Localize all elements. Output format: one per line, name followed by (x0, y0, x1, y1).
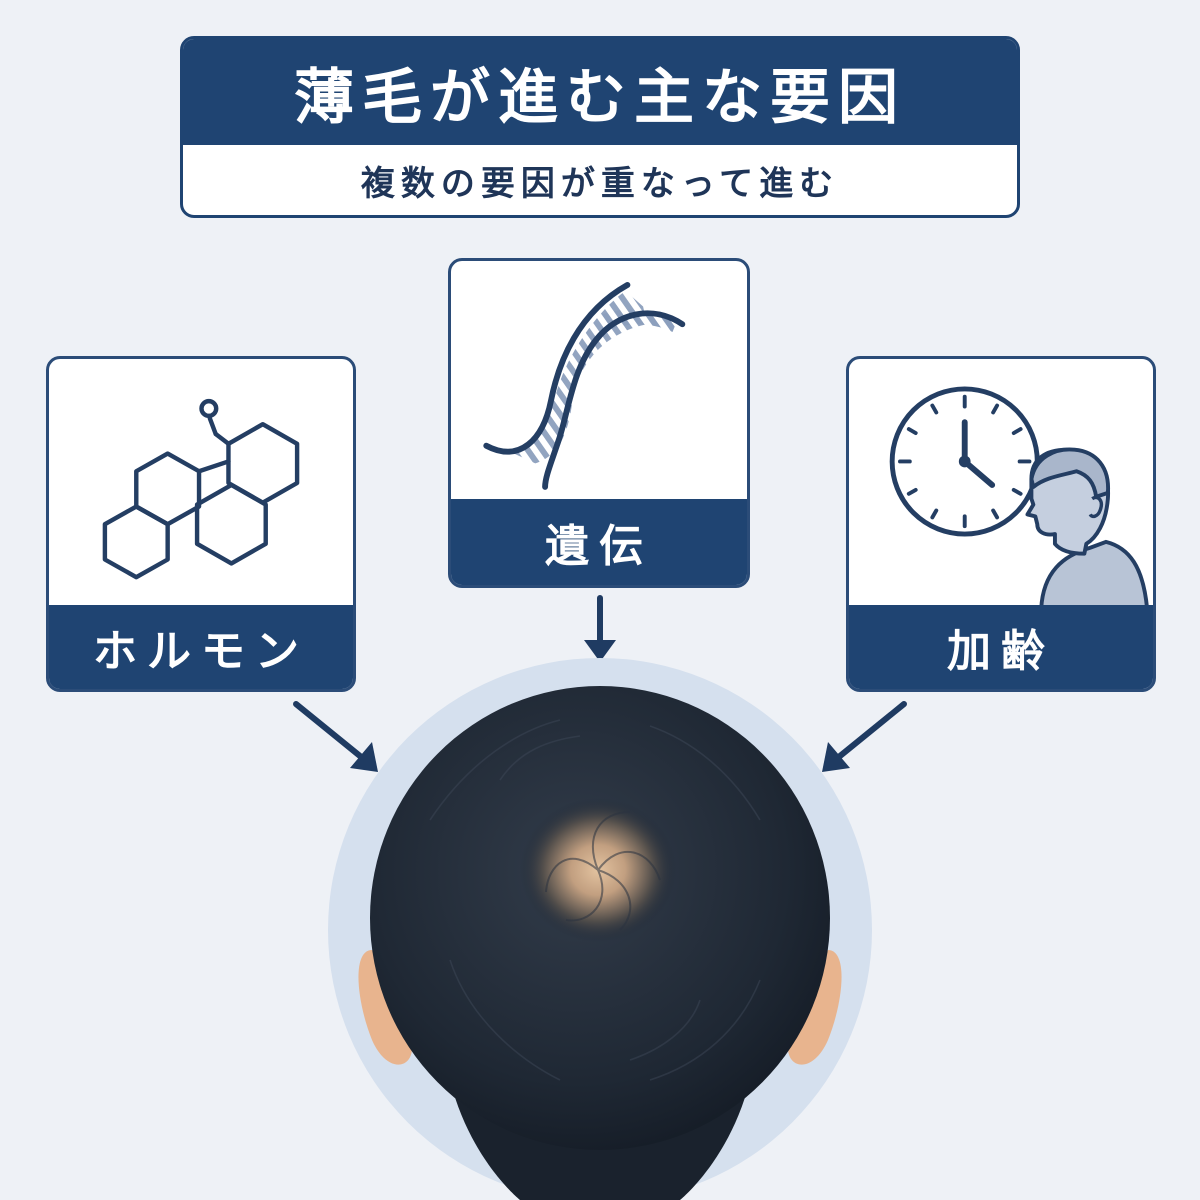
hormone-molecule-icon (102, 398, 300, 580)
factor-label-hormone: ホルモン (49, 605, 353, 689)
clock-icon (889, 386, 1040, 537)
factor-card-hormone: ホルモン (46, 356, 356, 692)
arrow-from-aging (822, 701, 907, 772)
aging-person-icon (1025, 447, 1150, 611)
arrow-from-genetics (584, 595, 616, 662)
factor-card-genetics: 遺伝 (448, 258, 750, 588)
head-top-view-icon (358, 686, 842, 1200)
dna-helix-icon (483, 282, 686, 490)
factor-label-aging: 加齢 (849, 605, 1153, 689)
page-subtitle: 複数の要因が重なって進む (360, 163, 840, 204)
clock-aging-person-icon (889, 386, 1150, 611)
arrow-from-hormone (293, 701, 378, 772)
factor-label-genetics: 遺伝 (451, 499, 747, 585)
factor-card-aging: 加齢 (846, 356, 1156, 692)
page-title: 薄毛が進む主な要因 (183, 39, 1017, 145)
title-panel: 薄毛が進む主な要因 複数の要因が重なって進む (180, 36, 1020, 218)
